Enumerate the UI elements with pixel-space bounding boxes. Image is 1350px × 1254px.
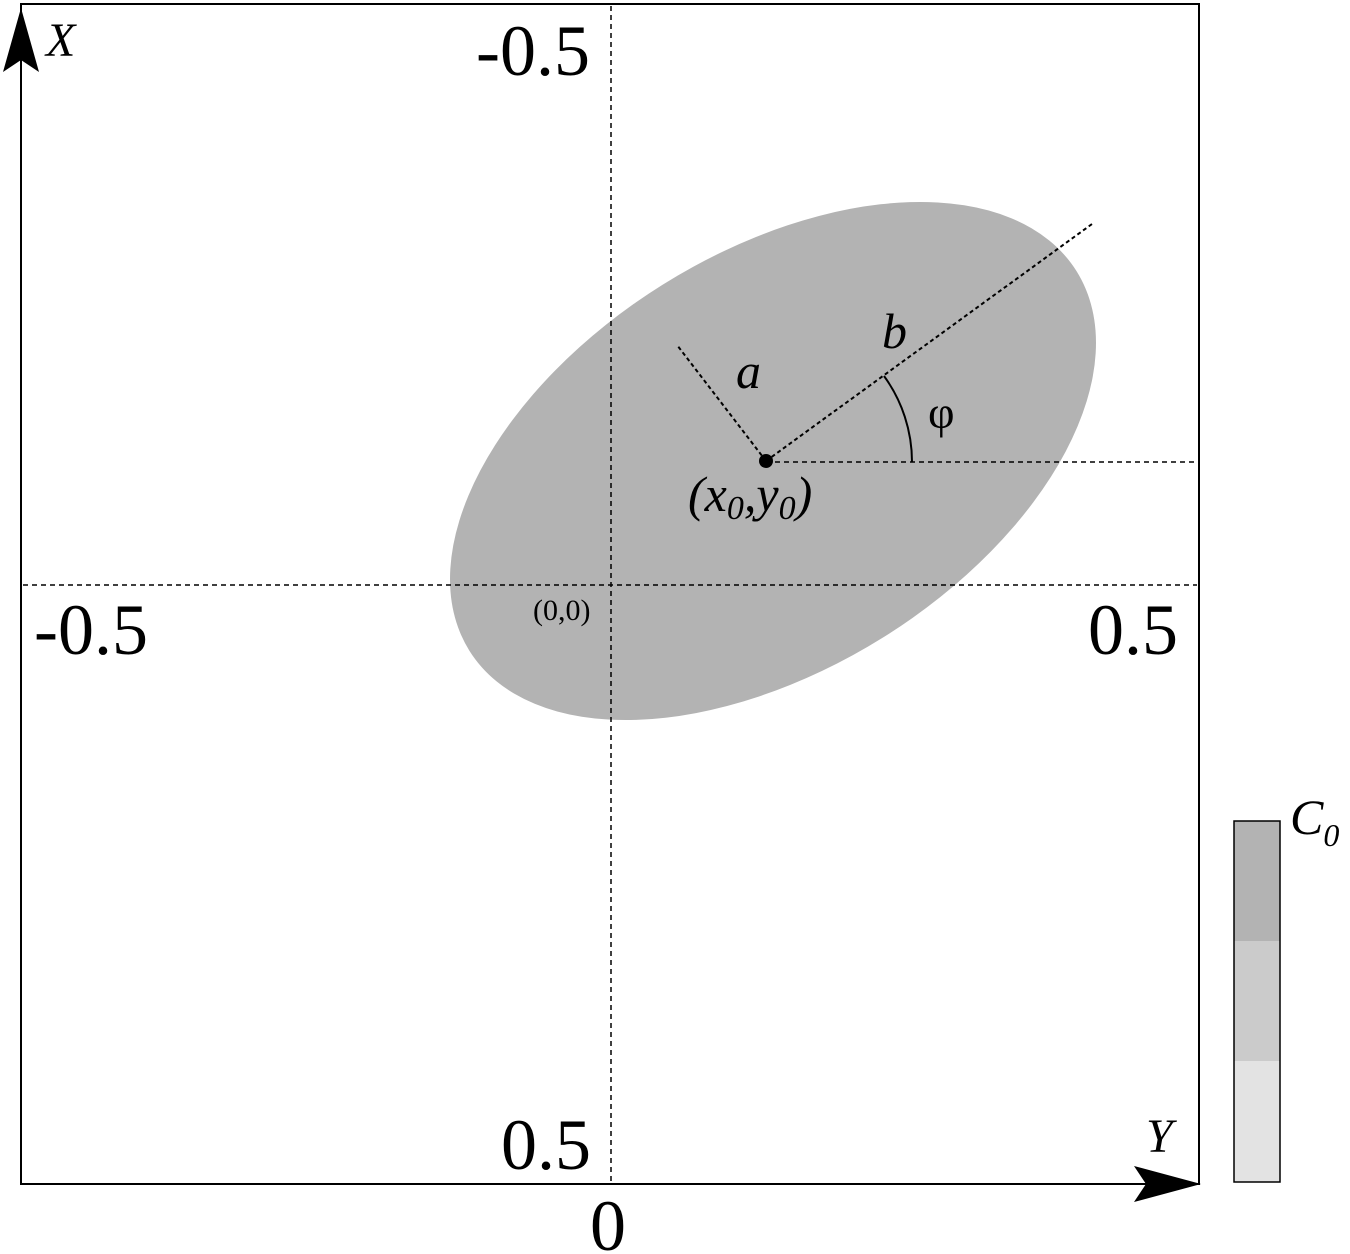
bottom-zero-label: 0 [590,1186,626,1254]
center-point [759,454,773,468]
center-x: x [704,466,727,522]
center-close-paren: ) [793,466,813,522]
legend-swatch-3 [1234,1061,1280,1182]
legend-swatch-2 [1234,941,1280,1061]
center-open-paren: ( [688,466,708,522]
angle-label: φ [928,387,955,438]
left-tick-label: -0.5 [34,590,148,670]
top-tick-label: -0.5 [476,11,590,91]
center-y-sub: 0 [779,490,796,527]
major-axis-label: b [882,303,907,359]
center-y: y [751,466,779,522]
y-axis-arrowhead [1134,1166,1201,1202]
legend-label-sub: 0 [1323,817,1339,853]
minor-semi-axis-line [676,344,767,462]
center-x-sub: 0 [727,490,744,527]
legend-border [1233,820,1281,1183]
legend-swatch-1 [1234,821,1280,941]
origin-label: (0,0) [533,594,590,627]
legend-colorbar [1233,820,1281,1183]
legend-label-main: C [1290,789,1324,845]
right-tick-label: 0.5 [1088,590,1178,670]
x-axis-arrowhead [3,8,39,72]
center-coordinate-label: (x0,y0) [688,466,812,527]
y-axis-label: Y [1146,1110,1177,1163]
legend-label: C0 [1290,789,1339,853]
minor-axis-label: a [736,343,761,399]
x-axis-label: X [44,14,77,67]
angle-arc [883,375,913,463]
bottom-tick-label: 0.5 [501,1105,591,1185]
center-comma: , [744,466,757,522]
